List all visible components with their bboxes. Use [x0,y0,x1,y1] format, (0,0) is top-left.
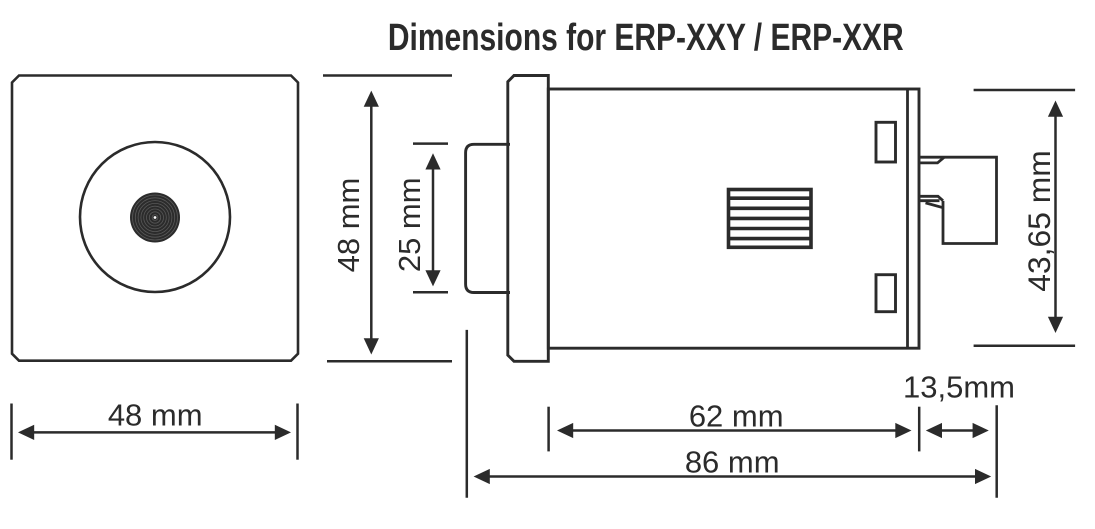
svg-text:25 mm: 25 mm [392,177,427,272]
svg-text:62 mm: 62 mm [689,398,784,433]
svg-text:13,5mm: 13,5mm [903,370,1015,405]
svg-text:Dimensions for ERP-XXY / ERP-X: Dimensions for ERP-XXY / ERP-XXR [388,16,904,58]
svg-text:48 mm: 48 mm [331,178,366,273]
svg-text:48 mm: 48 mm [108,398,203,433]
svg-text:43,65 mm: 43,65 mm [1021,150,1057,291]
svg-text:86 mm: 86 mm [685,444,780,479]
